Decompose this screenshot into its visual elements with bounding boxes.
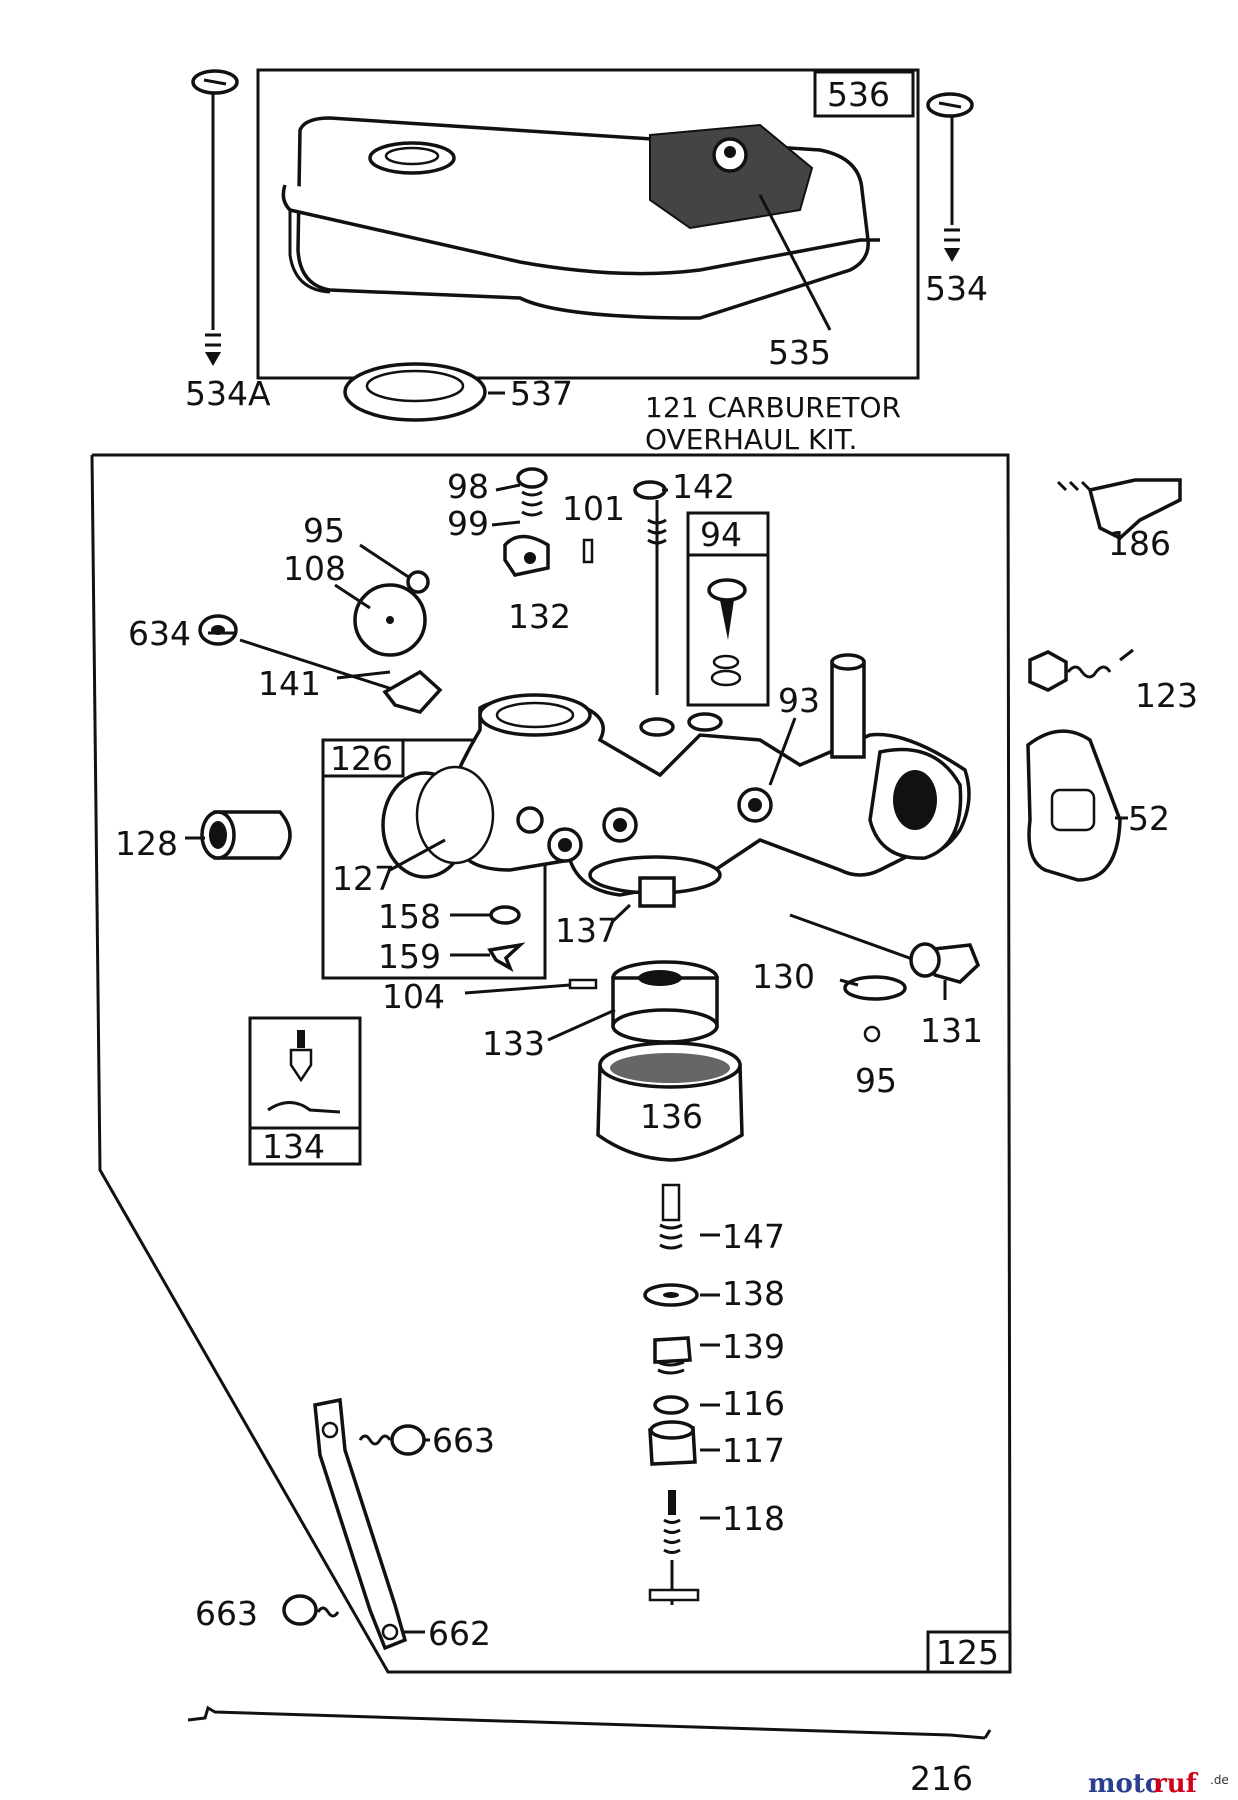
label-216: 216 — [910, 1759, 973, 1798]
motoruf-watermark: moto ruf .de — [1088, 1769, 1229, 1799]
kit-label-line1: 121 CARBURETOR — [645, 391, 901, 424]
label-662: 662 — [428, 1614, 491, 1653]
label-534: 534 — [925, 269, 988, 308]
box-94: 94 — [686, 511, 770, 707]
label-123: 123 — [1135, 676, 1198, 715]
box-134: 134 — [248, 1016, 362, 1166]
carburetor-main-box: 125 — [90, 453, 1012, 1674]
label-133: 133 — [482, 1024, 545, 1063]
screw-534A — [191, 69, 239, 366]
part-537 — [343, 362, 505, 422]
box-label-126: 126 — [330, 739, 393, 778]
part-52 — [1026, 729, 1122, 882]
watermark-tld: .de — [1210, 1773, 1229, 1787]
label-93: 93 — [778, 681, 820, 720]
label-132: 132 — [508, 597, 571, 636]
label-101: 101 — [562, 489, 625, 528]
watermark-ruf: ruf — [1153, 1769, 1199, 1799]
label-186: 186 — [1108, 524, 1171, 563]
box-label-536: 536 — [827, 75, 890, 114]
label-99: 99 — [447, 504, 489, 543]
part-158-159 — [487, 905, 526, 973]
carburetor-body — [381, 653, 971, 908]
box-label-125: 125 — [936, 1633, 999, 1672]
part-95-upper — [359, 543, 430, 594]
label-95: 95 — [303, 511, 345, 550]
label-98: 98 — [447, 467, 489, 506]
fuel-tank-part — [281, 116, 880, 331]
label-159: 159 — [378, 937, 441, 976]
label-535: 535 — [768, 333, 831, 372]
label-634: 634 — [128, 614, 191, 653]
part-130-131 — [789, 913, 981, 1043]
part-634-141-108 — [198, 583, 443, 714]
label-118: 118 — [722, 1499, 785, 1538]
part-104 — [568, 978, 598, 990]
part-number-labels: 98 99 101 142 95 108 132 186 634 141 93 … — [115, 467, 1198, 1798]
leader-lines — [185, 483, 1134, 1634]
label-141: 141 — [258, 664, 321, 703]
fuel-tank-box: 536 — [256, 68, 920, 380]
label-136: 136 — [640, 1097, 703, 1136]
parts-needle-stack — [643, 1183, 700, 1605]
label-138: 138 — [722, 1274, 785, 1313]
label-131: 131 — [920, 1011, 983, 1050]
part-216 — [187, 1705, 992, 1740]
box-label-134: 134 — [262, 1127, 325, 1166]
part-123 — [1028, 650, 1112, 692]
label-130: 130 — [752, 957, 815, 996]
label-147: 147 — [722, 1217, 785, 1256]
label-158: 158 — [378, 897, 441, 936]
label-127: 127 — [332, 859, 395, 898]
label-663-lower: 663 — [195, 1594, 258, 1633]
part-98-99-132 — [503, 467, 594, 577]
part-136 — [596, 1041, 744, 1162]
label-108: 108 — [283, 549, 346, 588]
label-537: 537 — [510, 374, 573, 413]
part-142 — [633, 480, 667, 695]
part-186 — [1056, 478, 1182, 541]
label-534A: 534A — [185, 374, 271, 413]
label-139: 139 — [722, 1327, 785, 1366]
label-142: 142 — [672, 467, 735, 506]
part-128 — [200, 810, 292, 860]
label-128: 128 — [115, 824, 178, 863]
label-137: 137 — [555, 911, 618, 950]
label-117: 117 — [722, 1431, 785, 1470]
watermark-moto: moto — [1088, 1769, 1162, 1799]
label-95-lower: 95 — [855, 1061, 897, 1100]
box-label-94: 94 — [700, 515, 742, 554]
label-52: 52 — [1128, 799, 1170, 838]
label-116: 116 — [722, 1384, 785, 1423]
label-104: 104 — [382, 977, 445, 1016]
label-663-upper: 663 — [432, 1421, 495, 1460]
screw-534 — [926, 92, 974, 262]
part-662-663 — [282, 1397, 426, 1651]
part-133 — [611, 960, 719, 1044]
kit-label-line2: OVERHAUL KIT. — [645, 423, 857, 456]
